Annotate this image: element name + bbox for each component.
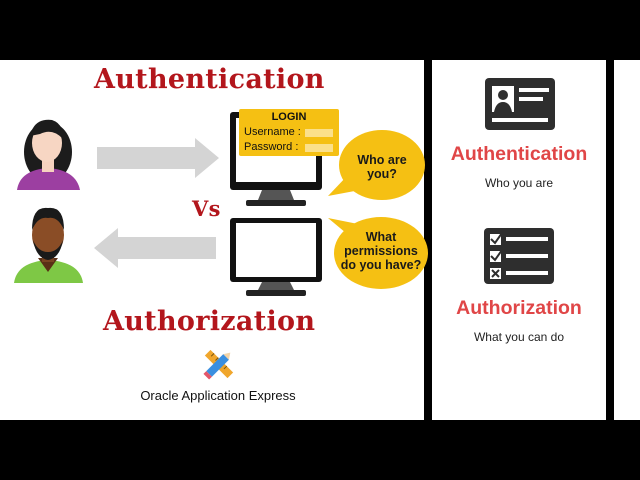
bubble-permissions: What permissions do you have? (340, 230, 422, 272)
password-label: Password : (244, 141, 299, 153)
pencil-ruler-icon (203, 349, 234, 380)
man-avatar-icon (14, 207, 83, 283)
right-edge-panel (614, 60, 640, 420)
username-label: Username : (244, 126, 301, 138)
monitor-icon (230, 218, 322, 296)
login-title: LOGIN (271, 111, 307, 123)
password-field (305, 144, 333, 152)
arrow-right-icon (97, 138, 219, 178)
right-authorization-title: Authorization (456, 297, 582, 319)
speech-bubble-icon (328, 130, 425, 200)
login-card: LOGIN Username : Password : (239, 109, 339, 156)
arrow-left-icon (94, 228, 216, 268)
woman-avatar-icon (17, 119, 80, 190)
oracle-caption: Oracle Application Express (140, 388, 296, 403)
right-authentication-title: Authentication (450, 143, 588, 165)
id-card-icon (485, 78, 555, 130)
authorization-heading: Authorization (103, 306, 316, 337)
speech-bubble-icon (328, 217, 428, 289)
authentication-heading: Authentication (94, 64, 325, 95)
checklist-icon (484, 228, 554, 284)
bubble-who-are-you: Who are you? (357, 153, 407, 181)
vs-label: Vs (192, 196, 221, 221)
right-authorization-subtitle: What you can do (473, 330, 565, 344)
right-authentication-subtitle: Who you are (484, 176, 554, 190)
username-field (305, 129, 333, 137)
